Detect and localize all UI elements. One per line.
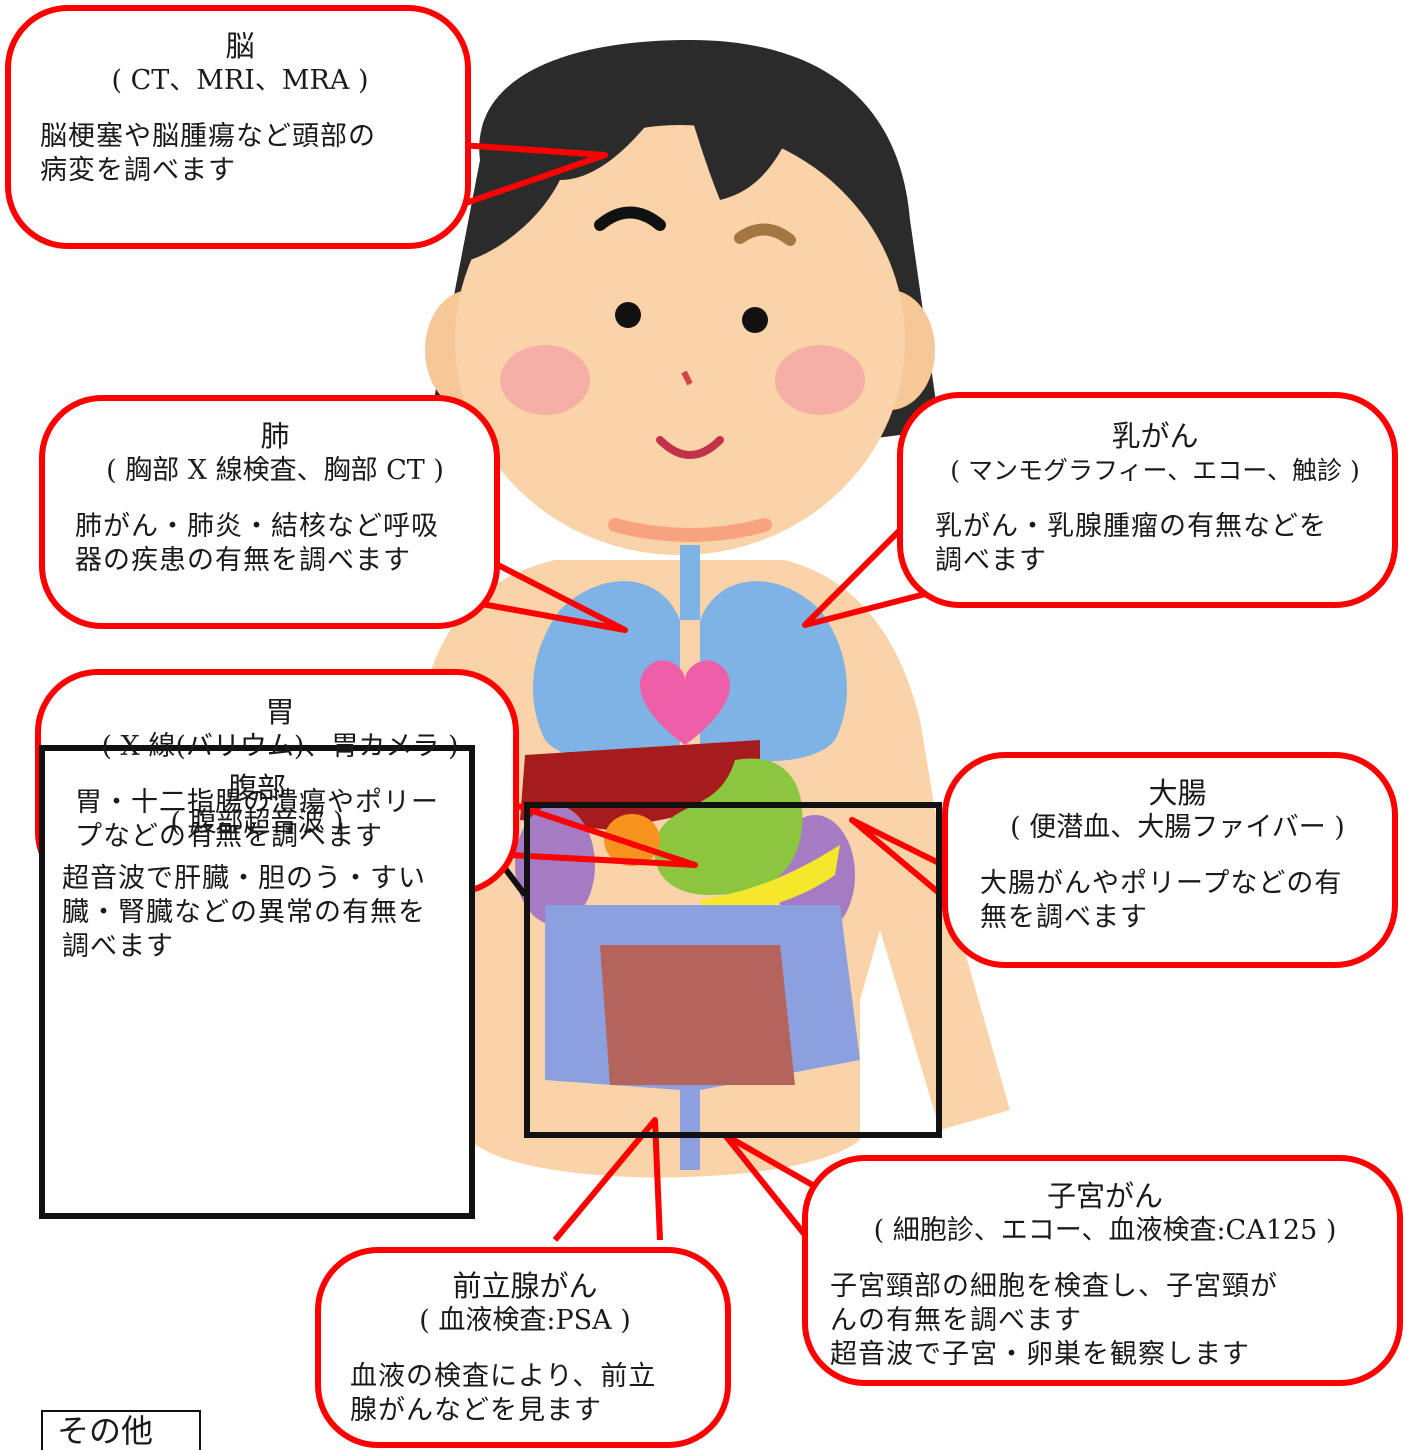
- stomach-pointer: [509, 802, 698, 868]
- breast-desc-2: 調べます: [935, 545, 1047, 576]
- uterus-desc-3: 超音波で子宮・卵巣を観察します: [830, 1339, 1250, 1370]
- brain-desc-1: 脳梗塞や脳腫瘍など頭部の: [40, 121, 376, 152]
- lung-callout: 肺 ( 胸部 X 線検査、胸部 CT ) 肺がん・肺炎・結核など呼吸 器の疾患の…: [75, 418, 475, 578]
- brain-callout: 脳 ( CT、MRI、MRA ) 脳梗塞や脳腫瘍など頭部の 病変を調べます: [40, 28, 440, 188]
- brain-title: 脳: [225, 29, 255, 63]
- right-eye: [742, 307, 768, 333]
- left-eyebrow: [594, 206, 666, 231]
- breast-title: 乳がん: [1111, 419, 1199, 453]
- breast-frame: [897, 392, 1398, 608]
- colon-frame: [942, 752, 1398, 968]
- abdomen-desc-2: 臓・腎臓などの異常の有無を: [62, 897, 426, 928]
- abdomen-desc-3: 調べます: [62, 931, 174, 962]
- prostate-title: 前立腺がん: [452, 1269, 598, 1303]
- abdomen-method: ( 腹部超音波 ): [170, 807, 344, 838]
- lung-frame: [39, 395, 500, 629]
- trachea: [680, 545, 700, 620]
- right-eyebrow: [734, 223, 796, 246]
- mouth: [656, 436, 724, 459]
- brain-pointer: [459, 142, 608, 208]
- other-label: その他: [41, 1410, 201, 1450]
- brain-desc-2: 病変を調べます: [40, 155, 236, 186]
- uterus-method: ( 細胞診、エコー、血液検査:CA125 ): [873, 1215, 1337, 1246]
- bangs: [470, 55, 900, 260]
- prostate-desc-2: 腺がんなどを見ます: [350, 1395, 602, 1426]
- abdomen-frame: [39, 745, 475, 1219]
- lung-desc-1: 肺がん・肺炎・結核など呼吸: [75, 511, 439, 542]
- colon-desc-2: 無を調べます: [980, 902, 1148, 933]
- abdomen-zone-box: [524, 802, 942, 1138]
- stomach-method: ( X 線(バリウム)、胃カメラ ): [101, 731, 459, 762]
- heart: [639, 660, 731, 745]
- lung-desc-2: 器の疾患の有無を調べます: [75, 545, 411, 576]
- pointers: [408, 142, 1147, 1242]
- uterus-title: 子宮がん: [1046, 1179, 1163, 1213]
- prostate-callout: 前立腺がん ( 血液検査:PSA ) 血液の検査により、前立 腺がんなどを見ます: [350, 1268, 700, 1428]
- breast-method: ( マンモグラフィー、エコー、触診 ): [950, 456, 1360, 485]
- small-intestine: [600, 945, 795, 1085]
- collar: [608, 518, 772, 542]
- abdomen-title: 腹部: [227, 771, 286, 805]
- left-eye: [615, 302, 641, 328]
- gallbladder: [604, 814, 660, 866]
- nose: [681, 370, 693, 386]
- stomach-desc-2: プなどの有無を調べます: [75, 821, 383, 852]
- lung-method: ( 胸部 X 線検査、胸部 CT ): [106, 455, 444, 486]
- breast-callout: 乳がん ( マンモグラフィー、エコー、触診 ) 乳がん・乳腺腫瘤の有無などを 調…: [935, 418, 1375, 578]
- abdomen-desc-1: 超音波で肝臓・胆のう・すい: [62, 863, 426, 894]
- colon-title: 大腸: [1148, 776, 1207, 810]
- callout-frames: [5, 5, 1403, 1448]
- breast-desc-1: 乳がん・乳腺腫瘤の有無などを: [935, 511, 1327, 542]
- stomach-desc-1: 胃・十二指腸の潰瘍やポリー: [75, 787, 439, 818]
- brain-frame: [5, 5, 471, 249]
- colon-desc-1: 大腸がんやポリープなどの有: [980, 868, 1343, 899]
- stomach-title: 胃: [265, 695, 295, 729]
- right-cheek: [775, 345, 865, 415]
- brain-method: ( CT、MRI、MRA ): [111, 65, 369, 96]
- stomach-callout: 胃 ( X 線(バリウム)、胃カメラ ) 胃・十二指腸の潰瘍やポリー プなどの有…: [75, 694, 485, 854]
- uterus-desc-2: んの有無を調べます: [830, 1305, 1082, 1336]
- uterus-callout: 子宮がん ( 細胞診、エコー、血液検査:CA125 ) 子宮頸部の細胞を検査し、…: [830, 1178, 1380, 1372]
- abdomen-callout: 腹部 ( 腹部超音波 ) 超音波で肝臓・胆のう・すい 臓・腎臓などの異常の有無を…: [62, 770, 452, 964]
- uterus-frame: [802, 1155, 1403, 1386]
- face: [455, 125, 905, 555]
- pancreas: [700, 845, 840, 915]
- uterus-desc-1: 子宮頸部の細胞を検査し、子宮頸が: [830, 1271, 1278, 1302]
- prostate-pointer: [552, 1117, 663, 1242]
- prostate-method: ( 血液検査:PSA ): [419, 1305, 631, 1336]
- breast-pointer: [802, 517, 961, 628]
- left-kidney: [515, 805, 595, 925]
- prostate-frame: [315, 1247, 731, 1448]
- left-cheek: [500, 345, 590, 415]
- colon-method: ( 便潜血、大腸ファイバー ): [1010, 812, 1345, 843]
- lung-title: 肺: [260, 419, 290, 453]
- colon-callout: 大腸 ( 便潜血、大腸ファイバー ) 大腸がんやポリープなどの有 無を調べます: [980, 775, 1375, 935]
- prostate-desc-1: 血液の検査により、前立: [350, 1361, 657, 1392]
